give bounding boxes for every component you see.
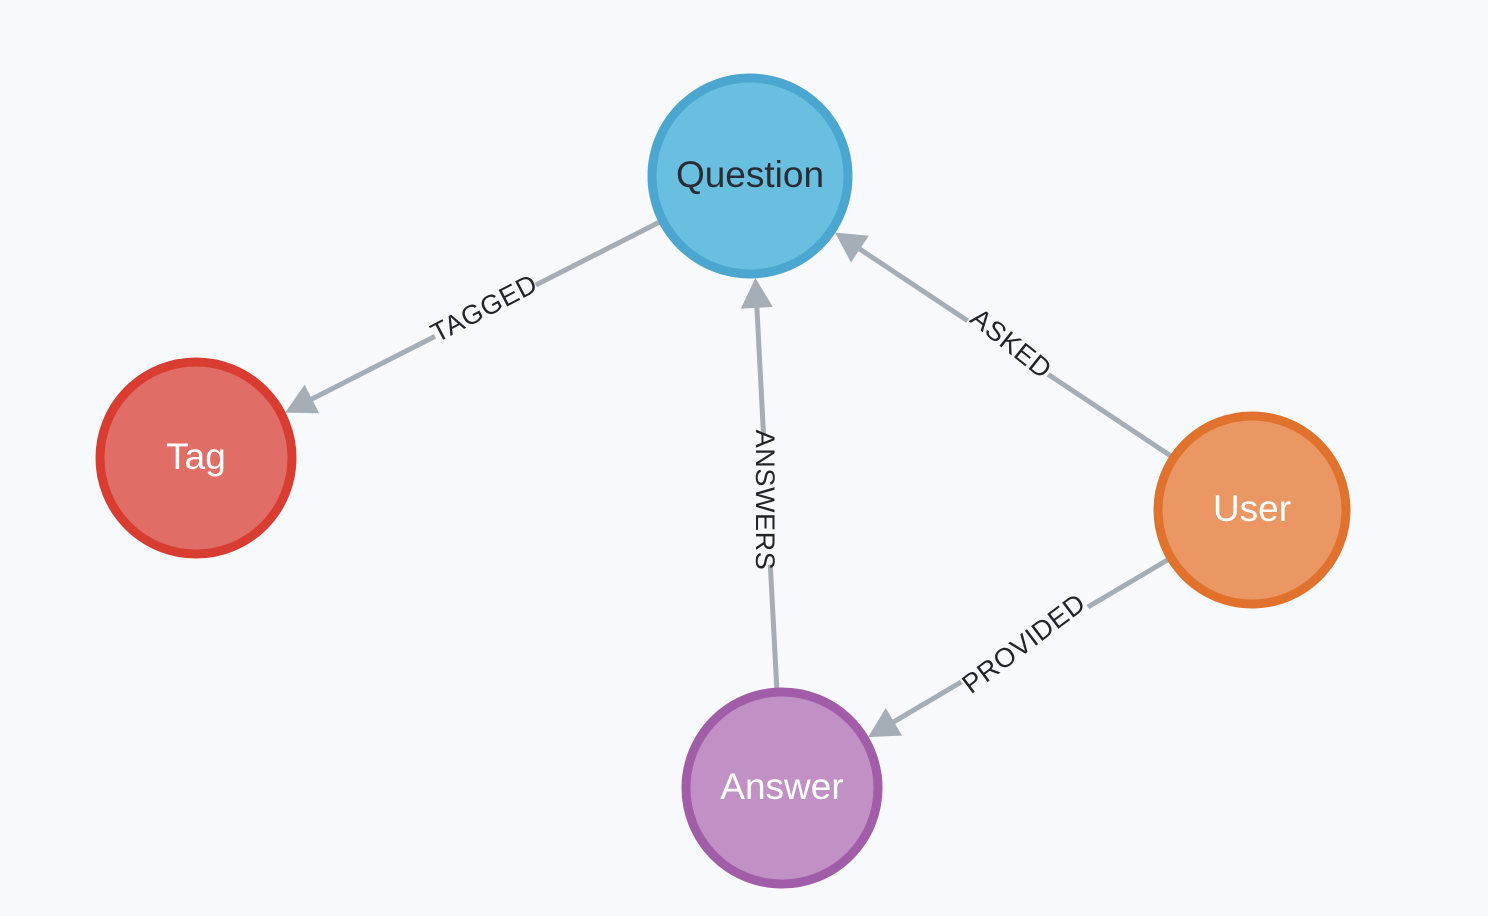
node-tag[interactable]: Tag bbox=[95, 357, 297, 559]
edge-label-tagged[interactable]: TAGGED bbox=[425, 266, 545, 353]
node-circle-question[interactable] bbox=[647, 73, 853, 279]
node-label-answer: Answer bbox=[720, 766, 843, 807]
edge-label-halo-provided bbox=[955, 585, 1095, 705]
node-label-user: User bbox=[1213, 488, 1291, 529]
edge-label-provided[interactable]: PROVIDED bbox=[955, 585, 1095, 705]
edge-arrowhead-provided bbox=[868, 708, 903, 738]
edge-label-asked[interactable]: ASKED bbox=[960, 300, 1060, 390]
edges-layer bbox=[285, 220, 1172, 738]
edge-label-halo-answers bbox=[744, 435, 782, 565]
edge-label-halo-asked bbox=[960, 300, 1060, 390]
node-label-question: Question bbox=[676, 154, 824, 195]
node-question[interactable]: Question bbox=[647, 73, 853, 279]
edge-arrowhead-tagged bbox=[285, 384, 320, 414]
node-circle-tag[interactable] bbox=[95, 357, 297, 559]
edge-label-halo-tagged bbox=[426, 267, 544, 353]
edge-arrowhead-asked bbox=[834, 232, 869, 263]
edge-label-answers[interactable]: ANSWERS bbox=[744, 430, 782, 571]
node-user[interactable]: User bbox=[1153, 411, 1351, 609]
edge-label-text-answers: ANSWERS bbox=[750, 430, 780, 571]
node-label-tag: Tag bbox=[166, 436, 226, 477]
node-answer[interactable]: Answer bbox=[681, 687, 883, 889]
node-circle-answer[interactable] bbox=[681, 687, 883, 889]
edge-arrowhead-answers bbox=[740, 277, 773, 309]
edge-label-text-provided: PROVIDED bbox=[957, 588, 1092, 700]
node-circle-user[interactable] bbox=[1153, 411, 1351, 609]
